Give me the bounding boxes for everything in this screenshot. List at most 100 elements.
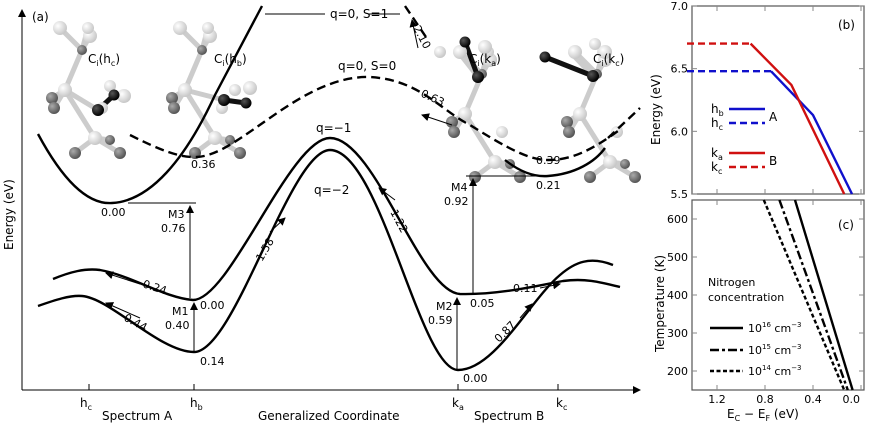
atom <box>46 92 58 104</box>
svg-text:kc: kc <box>711 160 722 176</box>
svg-text:1015 cm−3: 1015 cm−3 <box>748 343 802 357</box>
panel-b-label: (b) <box>838 18 855 32</box>
bond <box>62 47 85 93</box>
atom <box>573 107 587 121</box>
panel-c-ytick-label: 600 <box>667 213 688 226</box>
transition-m2-name: M2 <box>436 300 453 313</box>
structure-label-ka: Ci(ka) <box>469 52 501 68</box>
carbon-atom <box>240 97 252 109</box>
tick-kc: kc <box>556 396 567 412</box>
panel-c-xtick-label: 0.8 <box>756 393 774 406</box>
panel-b-ytick-label: 7.0 <box>671 0 689 13</box>
level-kc-s0: 0.39 <box>536 154 561 167</box>
curve-q-minus-1 <box>52 136 621 302</box>
atom <box>568 45 582 59</box>
transition-m3-name: M3 <box>168 208 185 221</box>
x-axis-label: Generalized Coordinate <box>258 409 400 423</box>
barrier-2-10: 2.10 <box>410 23 433 51</box>
carbon-atom <box>587 70 599 82</box>
barrier-0-87: 0.87 <box>492 319 519 346</box>
atom <box>53 21 67 35</box>
svg-text:ka: ka <box>711 146 723 162</box>
atom <box>514 171 526 183</box>
curve-q0-s1-left <box>36 5 264 205</box>
atom <box>561 116 573 128</box>
panel-c-xtick-label: 0.0 <box>843 393 861 406</box>
atom <box>563 126 575 138</box>
structure-ka <box>434 36 526 183</box>
atom <box>488 155 502 169</box>
carbon-atom <box>539 51 551 63</box>
atom <box>434 46 446 58</box>
atom <box>453 45 467 59</box>
svg-text:hb: hb <box>711 102 724 118</box>
y-axis-label: Energy (eV) <box>2 179 16 250</box>
tick-ka: ka <box>452 396 464 412</box>
atom <box>197 45 207 55</box>
atom <box>104 80 116 92</box>
panel-b: 7.06.56.05.5 (b) Energy (eV) hb hc A ka … <box>649 0 865 201</box>
bond <box>62 87 98 141</box>
svg-text:Nitrogen: Nitrogen <box>708 276 755 289</box>
label-q0-s0: q=0, S=0 <box>338 59 396 73</box>
panel-b-series-A-slope <box>770 70 854 195</box>
level-hb-s0: 0.36 <box>191 158 216 171</box>
panel-c-series-1e16 <box>793 199 854 391</box>
atom <box>229 84 241 96</box>
atom <box>69 147 81 159</box>
tick-hb: hb <box>190 396 203 412</box>
svg-text:1014 cm−3: 1014 cm−3 <box>748 364 802 378</box>
panel-c-ytick-label: 500 <box>667 251 688 264</box>
defect-bond <box>462 41 481 78</box>
structure-label-hc: Ci(hc) <box>88 52 120 68</box>
bond <box>462 111 498 165</box>
spectrum-b-label: Spectrum B <box>474 409 544 423</box>
level-hb-qm2: 0.14 <box>200 355 225 368</box>
defect-bond <box>544 54 594 79</box>
barrier-1-58: 1.58 <box>253 236 277 264</box>
panel-b-ytick-label: 6.0 <box>671 125 689 138</box>
tick-hc: hc <box>80 396 92 412</box>
panel-b-frame <box>691 5 865 195</box>
transition-m3-value: 0.76 <box>161 222 186 235</box>
curve-q0-s1-right <box>504 147 606 178</box>
carbon-atom <box>459 36 471 48</box>
level-hc-s1: 0.00 <box>101 206 126 219</box>
atom <box>469 171 481 183</box>
structure-hb <box>166 21 257 159</box>
svg-text:A: A <box>769 110 778 124</box>
level-kc-s1: 0.21 <box>536 179 561 192</box>
spectrum-a-label: Spectrum A <box>102 409 173 423</box>
atom <box>178 83 192 97</box>
atom <box>589 38 601 50</box>
barrier-0-24: 0.24 <box>141 277 168 297</box>
panel-b-series-B-slope <box>749 42 846 195</box>
svg-text:1016 cm−3: 1016 cm−3 <box>748 321 802 335</box>
label-q-minus-2: q=−2 <box>314 183 349 197</box>
atom <box>208 131 222 145</box>
transition-m1-name: M1 <box>172 305 189 318</box>
x-ticks <box>88 384 559 390</box>
panel-c-ylabel: Temperature (K) <box>653 255 667 353</box>
panel-c-ytick-label: 400 <box>667 289 688 302</box>
transition-m4-value: 0.92 <box>444 195 469 208</box>
bond <box>577 111 613 165</box>
carbon-atom <box>92 104 104 116</box>
atom <box>458 107 472 121</box>
svg-text:hc: hc <box>711 116 723 132</box>
panel-c-xtick-label: 1.2 <box>708 393 726 406</box>
defect-structures <box>46 21 641 183</box>
carbon-atom <box>108 89 120 101</box>
level-hb-qm1: 0.00 <box>200 299 225 312</box>
panel-a: (a) Energy (eV) hc hb ka kc Spectrum A G… <box>2 5 641 423</box>
atom <box>82 22 94 34</box>
atom <box>448 126 460 138</box>
atom <box>117 89 131 103</box>
transition-m1-value: 0.40 <box>165 319 190 332</box>
atom <box>234 147 246 159</box>
panel-c-series-1e14 <box>762 199 846 391</box>
atom <box>58 83 72 97</box>
transition-m4-name: M4 <box>451 181 468 194</box>
